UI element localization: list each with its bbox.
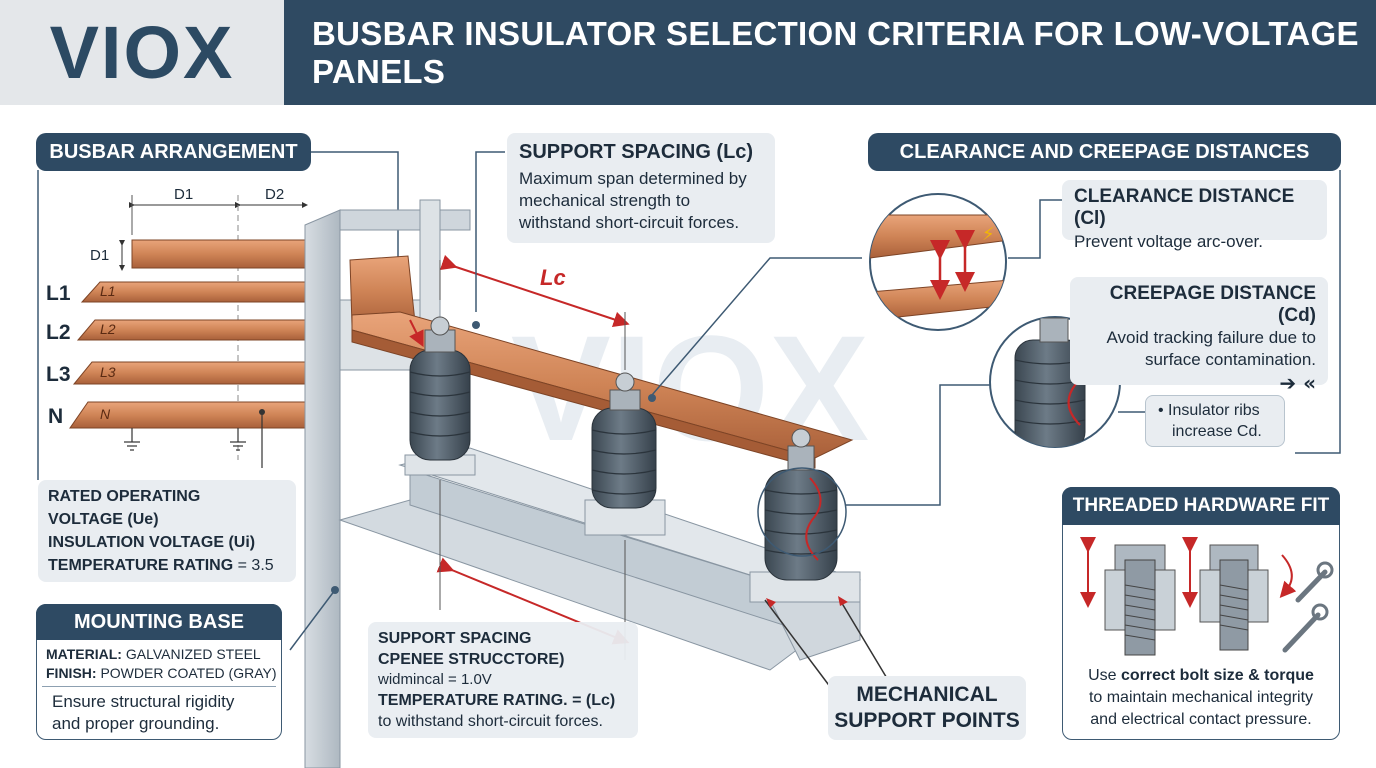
insulator-ribs-line-1: • Insulator ribs xyxy=(1158,402,1260,419)
rating-line-4: TEMPERATURE RATING = 3.5 xyxy=(48,554,286,577)
logo-area: VIOX xyxy=(0,0,284,105)
finish-value: POWDER COATED (GRAY) xyxy=(100,665,277,681)
viox-logo: VIOX xyxy=(49,11,235,94)
clearance-creepage-title: CLEARANCE AND CREEPAGE DISTANCES xyxy=(868,133,1341,171)
support-spacing-bottom-line-3: widmincal = 1.0V xyxy=(378,671,492,688)
finish-line: FINISH: POWDER COATED (GRAY) xyxy=(46,665,277,681)
mechanical-support-line-1: MECHANICAL xyxy=(856,683,998,706)
support-spacing-title: SUPPORT SPACING (Lc) xyxy=(519,141,754,163)
phase-label-l3: L3 xyxy=(46,363,71,386)
mounting-note-2: and proper grounding. xyxy=(52,714,220,733)
header: VIOX BUSBAR INSULATOR SELECTION CRITERIA… xyxy=(0,0,1376,105)
threaded-hardware-title: THREADED HARDWARE FIT xyxy=(1062,487,1340,525)
threaded-hardware-line-3: and electrical contact pressure. xyxy=(1090,711,1312,728)
support-spacing-bottom-line-4: TEMPERATURE RATING. = (Lc) xyxy=(378,692,616,709)
phase-label-l1: L1 xyxy=(46,282,71,305)
support-spacing-callout: SUPPORT SPACING (Lc) Maximum span determ… xyxy=(507,133,775,243)
support-spacing-bottom-callout: SUPPORT SPACING CPENEE STRUCCTORE) widmi… xyxy=(368,622,638,738)
threaded-hardware-text: Use correct bolt size & torque to mainta… xyxy=(1068,665,1334,731)
support-spacing-bottom-line-5: to withstand short-circuit forces. xyxy=(378,713,603,730)
threaded-hardware-line-1: Use correct bolt size & torque xyxy=(1068,665,1334,687)
clearance-distance-callout: CLEARANCE DISTANCE (Cl) Prevent voltage … xyxy=(1062,180,1327,251)
creepage-line-2: surface contamination. xyxy=(1144,350,1316,369)
dim-d2-label: D2 xyxy=(265,186,285,203)
threaded-hardware-line-1-pre: Use xyxy=(1088,667,1121,684)
temperature-rating-label: TEMPERATURE RATING xyxy=(48,557,234,574)
title-bar: BUSBAR INSULATOR SELECTION CRITERIA FOR … xyxy=(284,0,1376,105)
dim-d1-vertical-label: D1 xyxy=(90,247,110,264)
clearance-distance-title: CLEARANCE DISTANCE (Cl) xyxy=(1074,186,1295,229)
threaded-hardware-art xyxy=(1080,537,1334,656)
creepage-arrow-icon: ➔ « xyxy=(1279,371,1316,395)
support-spacing-line-1: Maximum span determined by xyxy=(519,169,747,188)
temperature-rating-value: = 3.5 xyxy=(237,557,274,574)
creepage-distance-callout: CREEPAGE DISTANCE (Cd) Avoid tracking fa… xyxy=(1070,277,1328,395)
support-spacing-line-3: withstand short-circuit forces. xyxy=(519,213,740,232)
clearance-magnifier: ⚡ xyxy=(869,193,1007,331)
finish-label: FINISH: xyxy=(46,665,97,681)
mechanical-support-line-2: SUPPORT POINTS xyxy=(834,709,1020,732)
threaded-hardware-line-1-bold: correct bolt size & torque xyxy=(1120,667,1314,684)
mechanical-support-callout: MECHANICAL SUPPORT POINTS xyxy=(828,676,1026,740)
threaded-hardware-line-2: to maintain mechanical integrity xyxy=(1088,689,1314,706)
support-spacing-bottom-line-1: SUPPORT SPACING xyxy=(378,630,532,647)
phase-label-n: N xyxy=(48,405,64,428)
threaded-hardware-title-text: THREADED HARDWARE FIT xyxy=(1072,495,1330,516)
insulator-ribs-callout: • Insulator ribs increase Cd. xyxy=(1145,395,1285,447)
support-spacing-line-2: mechanical strength to xyxy=(519,191,691,210)
insulator-2 xyxy=(584,372,666,536)
ratings-box: RATED OPERATING VOLTAGE (Ue) INSULATION … xyxy=(38,480,296,582)
svg-text:⚡: ⚡ xyxy=(982,224,995,245)
clearance-creepage-title-text: CLEARANCE AND CREEPAGE DISTANCES xyxy=(899,140,1310,163)
bar-label-l1: L1 xyxy=(100,283,116,299)
busbar-arrangement-title: BUSBAR ARRANGEMENT xyxy=(36,133,311,171)
creepage-line-1: Avoid tracking failure due to xyxy=(1106,328,1316,347)
rating-line-2: VOLTAGE (Ue) xyxy=(48,511,159,528)
material-label: MATERIAL: xyxy=(46,646,122,662)
material-line: MATERIAL: GALVANIZED STEEL xyxy=(46,646,261,662)
phase-label-l2: L2 xyxy=(46,321,71,344)
lc-dimension-label: Lc xyxy=(540,265,566,290)
insulator-1 xyxy=(404,316,476,476)
mounting-base-title: MOUNTING BASE xyxy=(36,604,282,640)
creepage-distance-title: CREEPAGE DISTANCE (Cd) xyxy=(1109,283,1316,326)
bar-label-l2: L2 xyxy=(100,321,116,337)
support-spacing-bottom-line-2: CPENEE STRUCCTORE) xyxy=(378,651,565,668)
material-value: GALVANIZED STEEL xyxy=(125,646,261,662)
dim-d1-label: D1 xyxy=(174,186,194,203)
bar-label-n: N xyxy=(100,406,111,422)
bar-label-l3: L3 xyxy=(100,364,116,380)
insulator-ribs-line-2: increase Cd. xyxy=(1172,423,1262,440)
page-title: BUSBAR INSULATOR SELECTION CRITERIA FOR … xyxy=(312,14,1359,90)
rating-line-1: RATED OPERATING xyxy=(48,488,201,505)
mounting-note-1: Ensure structural rigidity xyxy=(52,692,235,711)
mounting-base-title-text: MOUNTING BASE xyxy=(74,610,244,633)
rating-line-3: INSULATION VOLTAGE (Ui) xyxy=(48,534,256,551)
busbar-arrangement-title-text: BUSBAR ARRANGEMENT xyxy=(49,140,298,163)
clearance-distance-text: Prevent voltage arc-over. xyxy=(1074,232,1263,251)
